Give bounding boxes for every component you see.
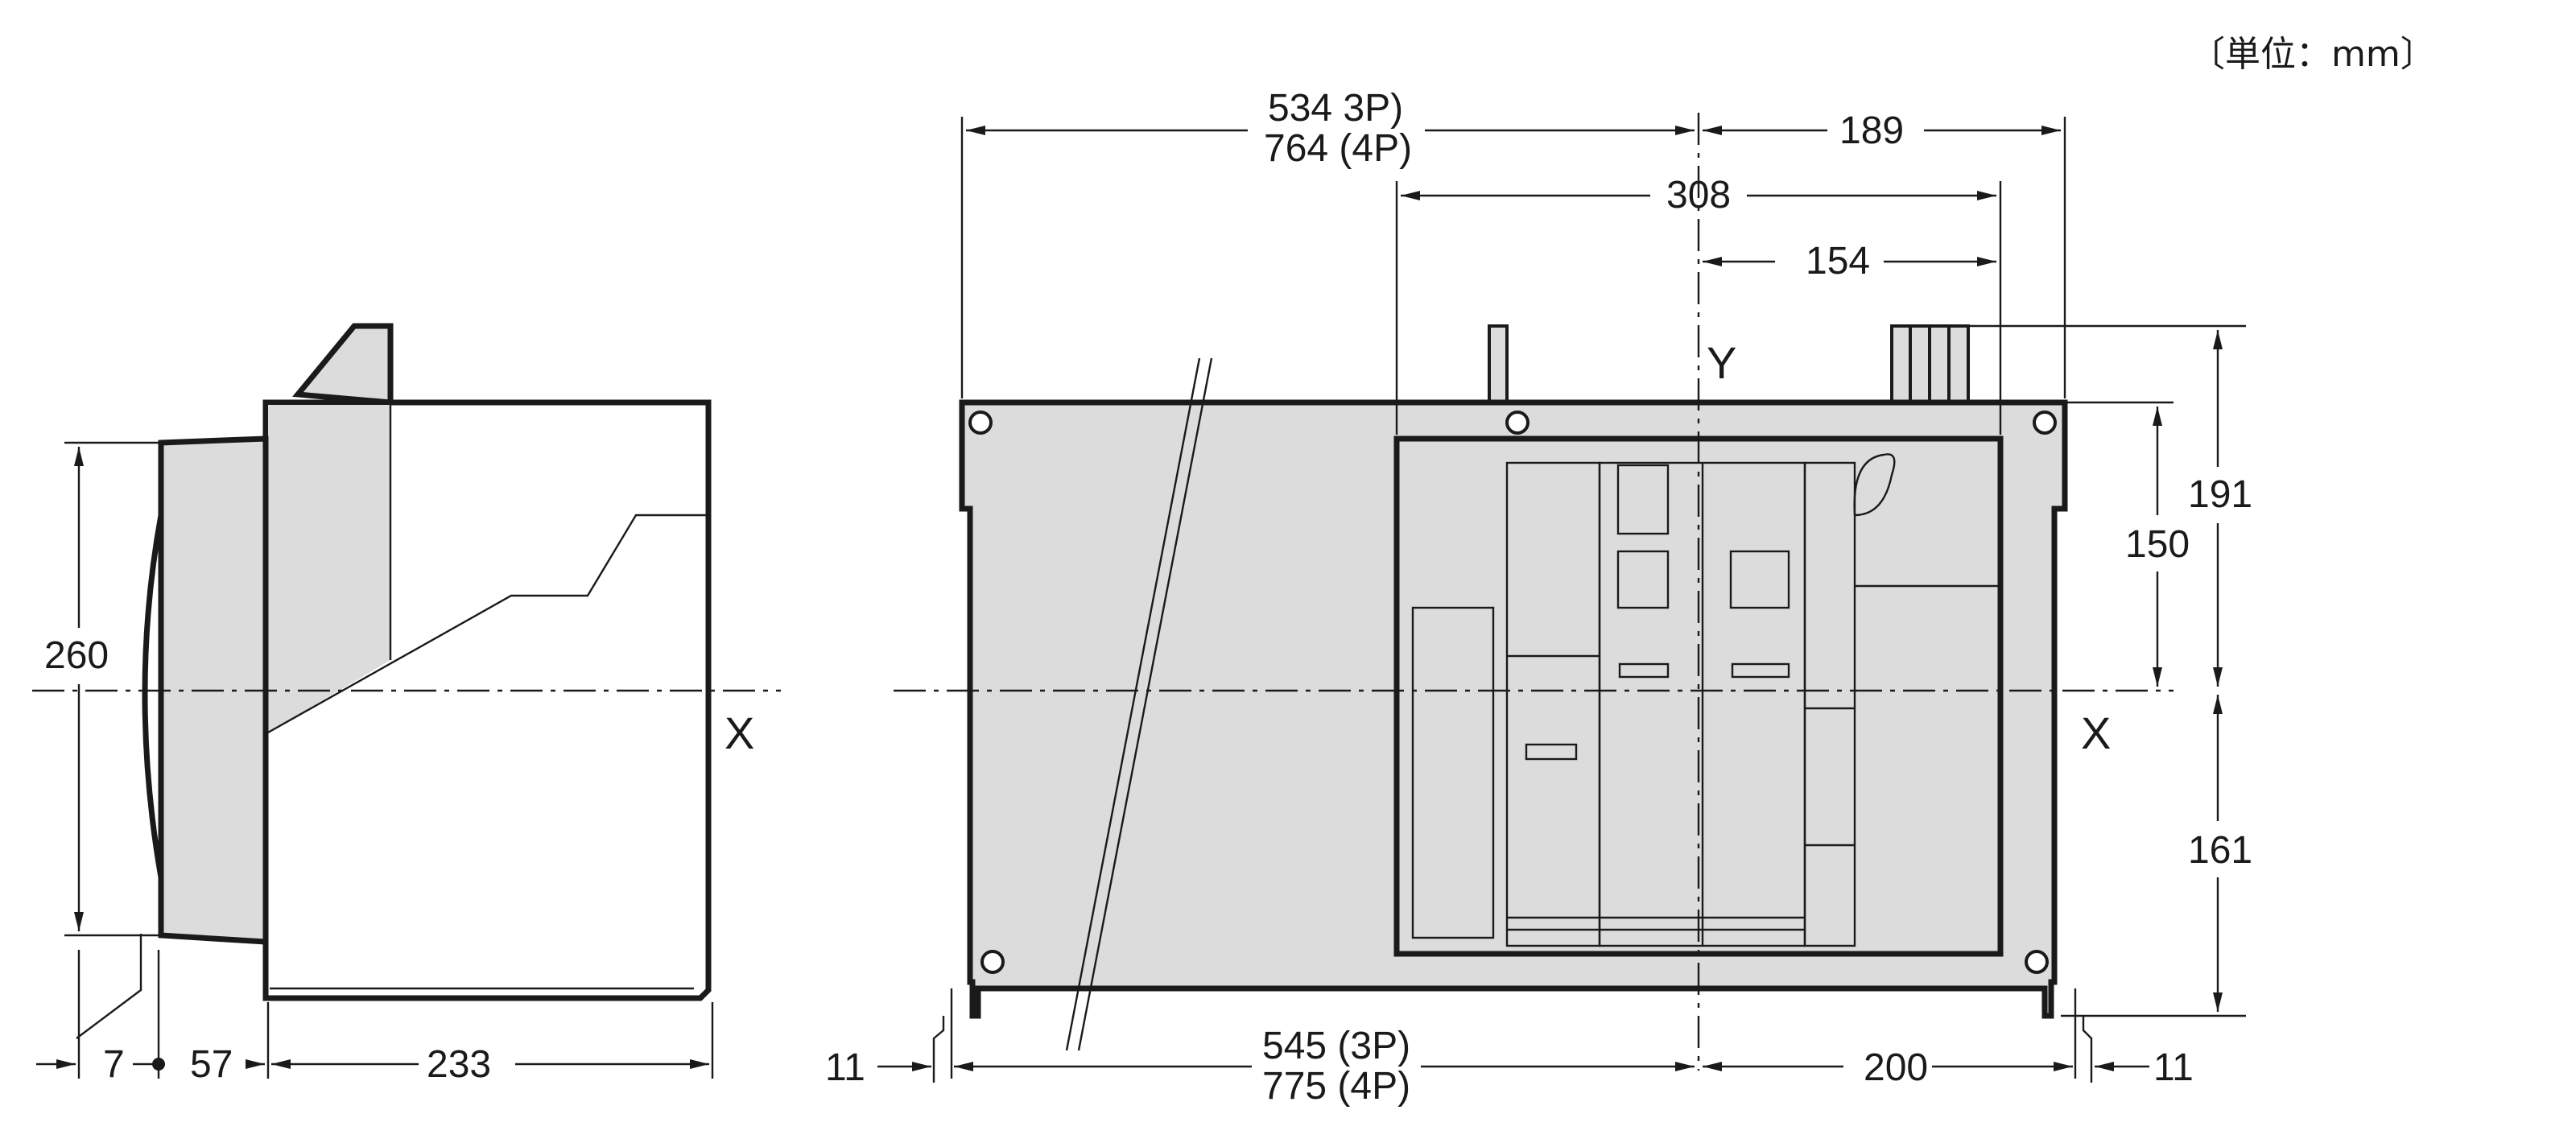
- side-front-cover: [142, 514, 164, 878]
- dim-front-height: 191 150 161: [1968, 324, 2252, 1017]
- dim-545: 545 (3P): [1262, 1025, 1410, 1067]
- front-top-terminal: [1890, 324, 1970, 404]
- side-view: [76, 323, 712, 1039]
- unit-label: 〔単位：mm〕: [2190, 34, 2436, 75]
- y-axis-label: Y: [1707, 337, 1736, 388]
- dim-189: 189: [1839, 109, 1904, 152]
- dim-57: 57: [190, 1043, 233, 1086]
- dim-233: 233: [427, 1043, 491, 1086]
- dim-191: 191: [2188, 473, 2252, 516]
- front-view: [959, 324, 2068, 1051]
- dim-foot: 11 11: [825, 1016, 2194, 1089]
- mount-hole: [2033, 411, 2057, 435]
- panel-left-slot: [1411, 606, 1495, 939]
- dim-775: 775 (4P): [1262, 1065, 1410, 1108]
- dim-260: 260: [44, 634, 109, 677]
- dim-161: 161: [2188, 829, 2252, 872]
- mount-hole: [980, 950, 1005, 974]
- dim-front-top-width: 534 3P) 764 (4P) 189: [960, 87, 2066, 398]
- x-axis-label-right: X: [2081, 708, 2111, 758]
- dim-150: 150: [2125, 523, 2190, 566]
- dim-308: 308: [1666, 174, 1731, 217]
- dim-534: 534 3P): [1268, 87, 1403, 130]
- break-line: [1077, 357, 1213, 1051]
- break-line: [1065, 357, 1201, 1051]
- side-handle: [292, 323, 394, 406]
- side-shaded-part: [268, 405, 390, 732]
- mount-hole: [2025, 950, 2049, 974]
- dim-front-bottom-width: 545 (3P) 775 (4P) 200: [950, 988, 2077, 1108]
- dim-11-left: 11: [825, 1046, 865, 1089]
- dim-side-height: 260: [44, 441, 161, 937]
- x-axis-label-left: X: [724, 708, 754, 758]
- dim-764: 764 (4P): [1264, 127, 1412, 170]
- dim-11-right: 11: [2153, 1046, 2194, 1089]
- side-slope-line: [267, 514, 708, 734]
- dim-154: 154: [1806, 240, 1870, 283]
- mount-hole: [1505, 411, 1530, 435]
- dim-200: 200: [1864, 1046, 1928, 1089]
- dim-side-depth: 7 57 233: [36, 950, 714, 1086]
- mount-hole: [968, 411, 993, 435]
- dim-panel-width: 308 154: [1395, 174, 2002, 435]
- dim-7: 7: [103, 1043, 125, 1086]
- front-top-pin: [1488, 324, 1509, 404]
